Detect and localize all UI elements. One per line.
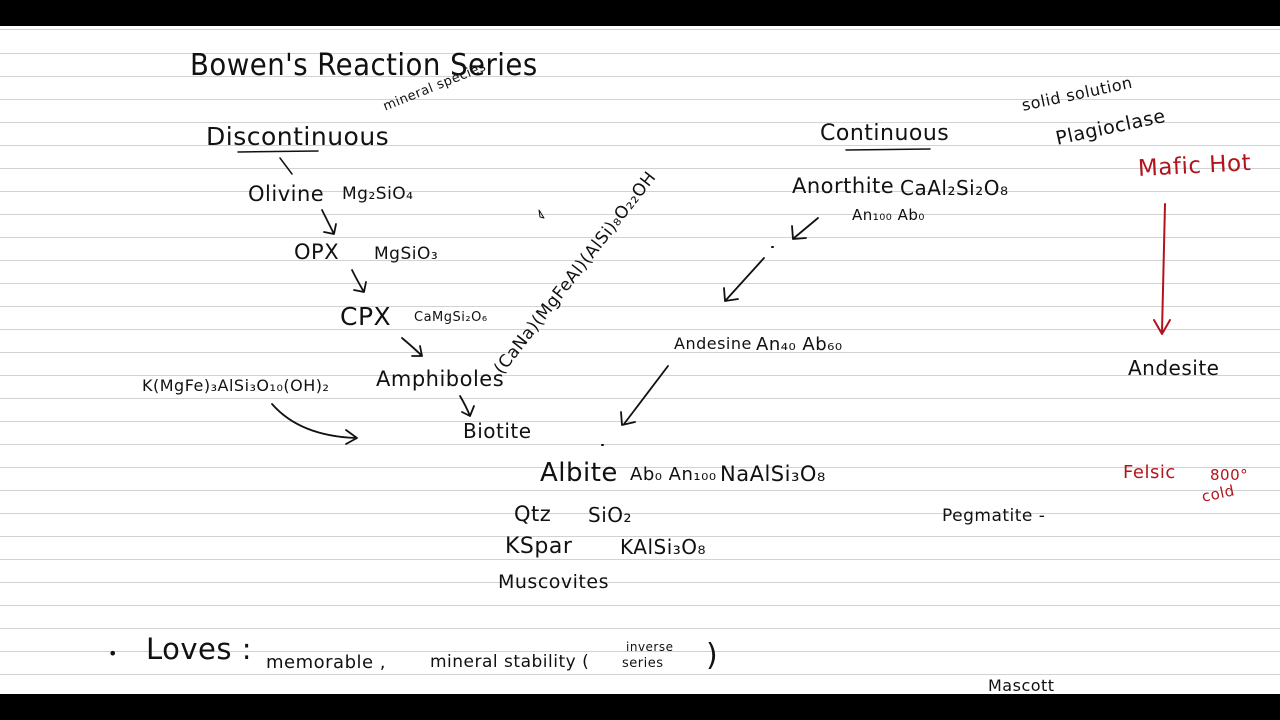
albite-formula: NaAlSi₃O₈ xyxy=(720,462,826,486)
continuous-heading: Continuous xyxy=(820,121,950,146)
olivine-formula: Mg₂SiO₄ xyxy=(342,184,414,204)
cpx-to-amphibole-arrow xyxy=(401,337,423,357)
page-title: Bowen's Reaction Series xyxy=(190,48,538,83)
kspar-label: KSpar xyxy=(505,534,573,559)
quartz-formula: SiO₂ xyxy=(588,503,633,527)
closing-paren: ) xyxy=(706,638,719,673)
discontinuous-heading: Discontinuous xyxy=(206,122,390,151)
bullet: • xyxy=(108,644,118,663)
olivine-connector xyxy=(279,157,293,175)
discontinuous-underline xyxy=(237,150,319,153)
solid-solution-note: solid solution xyxy=(1020,72,1135,115)
opx-formula: MgSiO₃ xyxy=(374,244,439,264)
amphiboles-label: Amphiboles xyxy=(376,367,505,391)
olivine-label: Olivine xyxy=(248,182,325,206)
amphibole-formula: (CaNa)(MgFeAl)(AlSi)₈O₂₂OH xyxy=(490,167,661,379)
cursor-mark xyxy=(538,209,545,219)
felsic-cold: cold xyxy=(1200,481,1237,506)
memorable-word: memorable , xyxy=(266,652,387,673)
olivine-to-opx-arrow xyxy=(321,209,337,235)
opx-to-cpx-arrow xyxy=(351,269,367,293)
cpx-label: CPX xyxy=(340,302,392,331)
opx-label: OPX xyxy=(294,240,340,264)
muscovite-label: Muscovites xyxy=(498,571,609,593)
continuous-underline xyxy=(845,148,931,151)
mineral-stability-phrase: mineral stability ( xyxy=(430,652,590,672)
biotite-label: Biotite xyxy=(463,419,532,443)
andesine-ratio: An₄₀ Ab₆₀ xyxy=(756,334,843,355)
inverse-note: inverse xyxy=(626,640,674,654)
whiteboard-page: Bowen's Reaction Series mineral species … xyxy=(0,26,1280,694)
andesite-label: Andesite xyxy=(1128,356,1220,380)
albite-ratio: Ab₀ An₁₀₀ xyxy=(630,464,717,485)
pegmatite-label: Pegmatite - xyxy=(942,506,1046,526)
anorthite-label: Anorthite xyxy=(792,174,895,198)
loves-label: Loves : xyxy=(146,632,252,666)
series-note: series xyxy=(622,656,664,671)
anorthite-arrow xyxy=(791,217,819,240)
plagioclase-label: Plagioclase xyxy=(1053,104,1168,150)
andesine-label: Andesine xyxy=(674,334,752,353)
temperature-arrow xyxy=(1153,203,1171,335)
anorthite-to-andesine-arrow xyxy=(723,257,765,302)
felsic-temperature: 800° xyxy=(1210,466,1249,484)
anorthite-formula: CaAl₂Si₂O₈ xyxy=(900,176,1009,200)
felsic-label: Felsic xyxy=(1123,462,1176,483)
kspar-formula: KAlSi₃O₈ xyxy=(620,535,707,559)
amphibole-to-biotite-arrow xyxy=(459,395,475,417)
biotite-formula: K(MgFe)₃AlSi₃O₁₀(OH)₂ xyxy=(142,376,330,395)
footer-word: Mascott xyxy=(988,676,1055,694)
andesine-to-albite-arrow xyxy=(620,365,669,426)
anorthite-ratio: An₁₀₀ Ab₀ xyxy=(852,206,925,224)
quartz-label: Qtz xyxy=(514,502,552,526)
cpx-formula: CaMgSi₂O₆ xyxy=(414,310,488,325)
mafic-hot-label: Mafic Hot xyxy=(1137,150,1252,182)
albite-label: Albite xyxy=(540,458,618,488)
biotite-formula-arrow xyxy=(271,403,358,445)
